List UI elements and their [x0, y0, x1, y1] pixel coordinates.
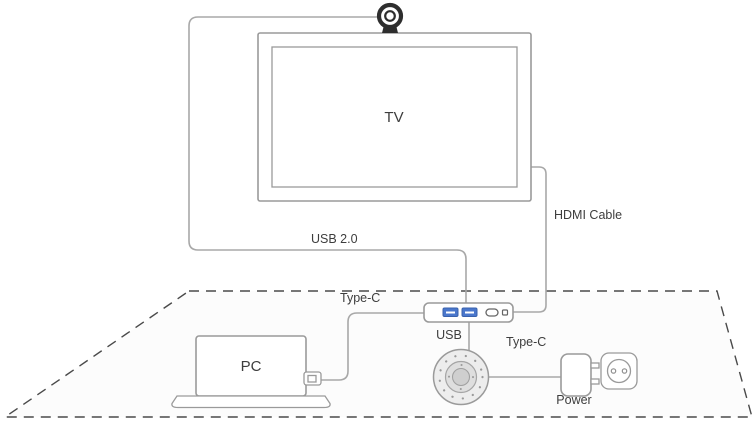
type-c-power-label: Type-C	[506, 335, 546, 349]
usb2-cable-label: USB 2.0	[311, 232, 358, 246]
tv: TV	[257, 32, 532, 202]
power-plug-prong-top	[590, 362, 600, 369]
power-plug-prong-bottom	[590, 378, 600, 385]
power-adapter	[560, 352, 638, 397]
usb-hub	[423, 302, 514, 323]
pc-label: PC	[241, 358, 262, 375]
tv-screen	[271, 46, 518, 188]
speakerphone-center	[451, 367, 471, 387]
hub-type-c-port	[485, 308, 499, 317]
type-c-pc-label: Type-C	[340, 291, 380, 305]
hdmi-cable-label: HDMI Cable	[554, 208, 622, 222]
power-outlet-hole-left	[610, 368, 617, 374]
speakerphone-grille-dots	[438, 354, 484, 400]
speakerphone	[432, 348, 490, 406]
hub-usb-port-1-slot	[446, 311, 455, 314]
laptop-base	[171, 395, 331, 409]
camera-lens	[384, 10, 396, 22]
tv-label: TV	[384, 109, 403, 126]
pc-laptop: PC	[171, 335, 331, 409]
table-surface	[2, 290, 753, 418]
camera-icon	[376, 2, 404, 33]
power-outlet-hole-right	[621, 368, 628, 374]
usb2-cable	[188, 16, 467, 305]
power-plug-body	[560, 353, 592, 397]
power-label: Power	[556, 393, 591, 407]
hub-usb-port-2-slot	[465, 311, 474, 314]
usb-port-label: USB	[436, 328, 462, 342]
power-outlet-socket	[606, 358, 632, 384]
hub-small-port	[501, 309, 509, 316]
pc-to-hub-cable	[320, 312, 425, 381]
hdmi-cable	[513, 166, 547, 313]
speakerphone-button-dots	[448, 364, 474, 390]
usb-plug-tip	[307, 374, 317, 383]
